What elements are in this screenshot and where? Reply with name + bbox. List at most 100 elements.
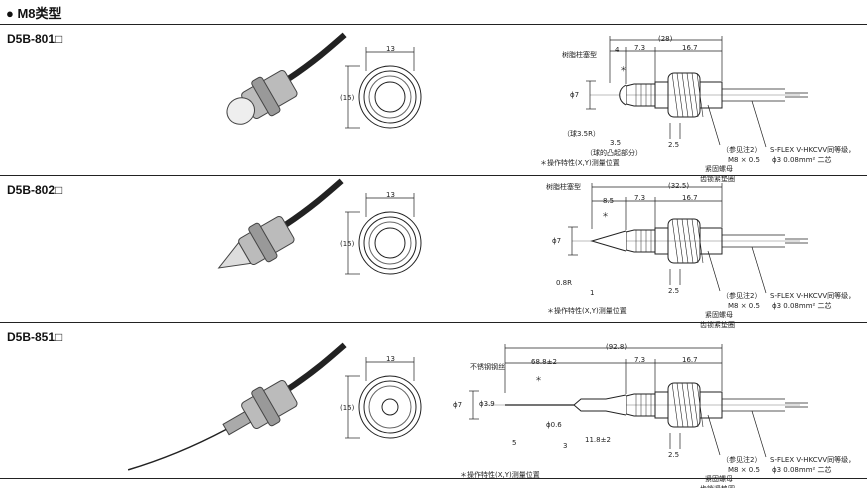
- total-length: (28): [658, 35, 673, 43]
- dim-2-5: 2.5: [668, 451, 679, 459]
- spring: [573, 394, 627, 416]
- sensor-photo: [217, 178, 344, 269]
- thread-spec: M8 × 0.5: [728, 156, 760, 164]
- cable-spec: S-FLEX V-HKCVV同等级，: [770, 291, 855, 300]
- nut-photo: [251, 76, 281, 117]
- measure-star: ＊: [620, 65, 627, 73]
- front-height: (15): [340, 240, 355, 248]
- total-length: (92.8): [606, 343, 627, 351]
- front-ring: [363, 216, 417, 270]
- nut-photo: [248, 222, 278, 263]
- cable-core: ϕ3 0.08mm² 二芯: [772, 301, 832, 310]
- front-outer: [358, 375, 422, 439]
- washer-label: 齿锁紧垫圈: [700, 484, 735, 488]
- thread-spec: M8 × 0.5: [728, 466, 760, 474]
- tip-photo: [217, 241, 252, 269]
- phi-7: ϕ7: [552, 237, 561, 245]
- dim-7-3: 7.3: [634, 356, 645, 364]
- front-tip: [374, 81, 406, 113]
- divider: [0, 24, 867, 25]
- cable-spec: S-FLEX V-HKCVV同等级，: [770, 145, 855, 154]
- front-width: 13: [386, 355, 395, 363]
- nut-label: 紧固螺母: [705, 310, 733, 319]
- front-ring: [368, 385, 412, 429]
- note-2: （参见注2）: [722, 291, 761, 300]
- cone-tip: [590, 230, 627, 252]
- front-ring: [363, 380, 417, 434]
- phi-0-6: ϕ0.6: [546, 421, 562, 429]
- measure-star: ＊: [602, 211, 609, 219]
- cable-photo: [284, 178, 344, 228]
- front-width: 13: [386, 191, 395, 199]
- note-2: （参见注2）: [722, 145, 761, 154]
- measure-note: ＊操作特性(X,Y)测量位置: [547, 306, 627, 315]
- total-length: (32.5): [668, 182, 689, 190]
- leader: [707, 414, 721, 456]
- tip-photo: [226, 97, 256, 125]
- leader: [751, 246, 767, 294]
- model-label: D5B-851□: [7, 330, 63, 344]
- phi-7: ϕ7: [570, 91, 579, 99]
- washer-label: 齿锁紧垫圈: [700, 174, 735, 183]
- front-height: (15): [340, 94, 355, 102]
- measure-note: ＊操作特性(X,Y)测量位置: [460, 470, 540, 479]
- cable-spec: S-FLEX V-HKCVV同等级，: [770, 455, 855, 464]
- note-2: （参见注2）: [722, 455, 761, 464]
- divider: [0, 322, 867, 323]
- front-width: 13: [386, 45, 395, 53]
- small-dim: 1: [590, 289, 594, 297]
- nut-photo: [251, 386, 281, 427]
- phi-3-9: ϕ3.9: [479, 400, 495, 408]
- leader: [707, 250, 721, 292]
- model-label: D5B-801□: [7, 32, 63, 46]
- tip-length: 4: [615, 46, 620, 54]
- ball-tip: [619, 84, 627, 106]
- model-label: D5B-802□: [7, 183, 63, 197]
- dim-2-5: 2.5: [668, 141, 679, 149]
- cable-core: ϕ3 0.08mm² 二芯: [772, 155, 832, 164]
- dim-16-7: 16.7: [682, 356, 698, 364]
- measure-note: ＊操作特性(X,Y)测量位置: [540, 158, 620, 167]
- section-d5b-851: D5B-851□ 不锈钢钢丝 (92.8) 68.8±2 ϕ3.9 ϕ0.6 5…: [0, 322, 867, 488]
- plunger-label: 树脂柱塞型: [546, 182, 581, 191]
- dim-3: 3: [563, 442, 567, 450]
- cable-photo: [287, 342, 347, 392]
- section-d5b-802: D5B-802□ 树脂柱塞型 (32.5) 8.5 0.8R 1 13(15)7…: [0, 175, 867, 329]
- sensor-photo: [127, 342, 347, 471]
- washer-label: 齿锁紧垫圈: [700, 320, 735, 329]
- leader: [751, 100, 767, 148]
- front-ring: [368, 75, 412, 119]
- spring-photo: [222, 411, 252, 436]
- tip-length: 68.8±2: [531, 358, 557, 366]
- front-tip: [374, 227, 406, 259]
- dimension-drawing: 树脂柱塞型 (28) 4 （球3.5R） 3.5 （球的凸起部分） 13(15)…: [226, 32, 855, 183]
- leader: [707, 104, 721, 146]
- dim-2-5: 2.5: [668, 287, 679, 295]
- cable-core: ϕ3 0.08mm² 二芯: [772, 465, 832, 474]
- dim-7-3: 7.3: [634, 44, 645, 52]
- nut-label: 紧固螺母: [705, 164, 733, 173]
- front-height: (15): [340, 404, 355, 412]
- ball-radius: （球3.5R）: [563, 129, 600, 138]
- protrude-label: （球的凸起部分）: [586, 148, 642, 157]
- measure-star: ＊: [535, 375, 542, 383]
- section-d5b-801: D5B-801□ 树脂柱塞型 (28) 4 （球3.5R） 3.5 （球的凸起部…: [0, 24, 867, 183]
- wire-photo: [127, 428, 227, 471]
- dim-16-7: 16.7: [682, 194, 698, 202]
- plunger-label: 树脂柱塞型: [562, 50, 597, 59]
- plunger-label: 不锈钢钢丝: [470, 362, 505, 371]
- front-ring: [363, 70, 417, 124]
- dim-11-8: 11.8±2: [585, 436, 611, 444]
- dim-16-7: 16.7: [682, 44, 698, 52]
- dimension-drawing: 不锈钢钢丝 (92.8) 68.8±2 ϕ3.9 ϕ0.6 5 3 11.8±2…: [127, 342, 855, 488]
- cable-photo: [287, 32, 347, 82]
- thread-spec: M8 × 0.5: [728, 302, 760, 310]
- front-outer: [358, 211, 422, 275]
- divider: [0, 478, 867, 479]
- divider: [0, 175, 867, 176]
- dim-7-3: 7.3: [634, 194, 645, 202]
- front-tip: [381, 398, 399, 416]
- phi-7: ϕ7: [453, 401, 462, 409]
- front-ring: [368, 221, 412, 265]
